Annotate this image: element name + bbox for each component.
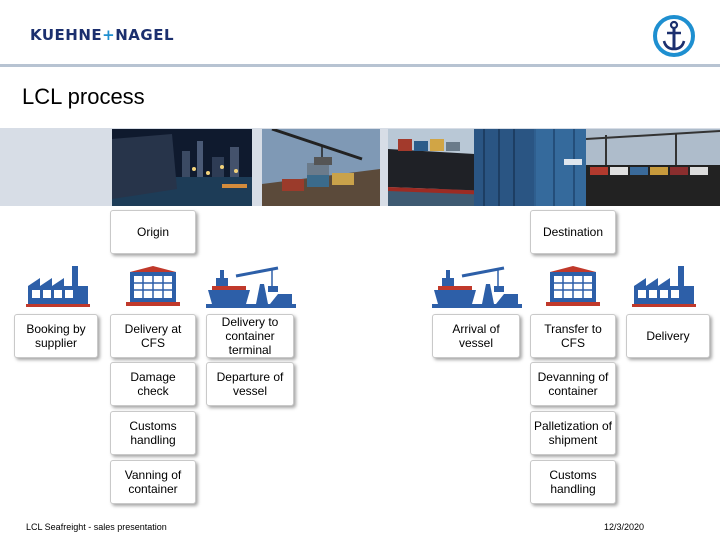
logo-text-left: KUEHNE	[30, 26, 103, 44]
photo-containers-closeup	[474, 129, 604, 206]
step-arrival-of-vessel: Arrival of vessel	[432, 314, 520, 358]
step-customs-handling-destination: Customs handling	[530, 460, 616, 504]
logo-text-right: NAGEL	[115, 26, 174, 44]
origin-warehouse-icon	[126, 264, 180, 308]
destination-label: Destination	[530, 210, 616, 254]
step-delivery-to-container-terminal: Delivery to container terminal	[206, 314, 294, 358]
origin-factory-icon	[26, 264, 90, 308]
footer-date: 12/3/2020	[604, 522, 645, 532]
destination-port-crane-icon	[432, 264, 522, 308]
step-booking-by-supplier: Booking by supplier	[14, 314, 98, 358]
destination-factory-icon	[632, 264, 696, 308]
footer-presentation-name: LCL Seafreight - sales presentation	[26, 522, 167, 532]
origin-port-crane-icon	[206, 264, 296, 308]
anchor-icon	[652, 14, 696, 58]
step-departure-of-vessel: Departure of vessel	[206, 362, 294, 406]
step-customs-handling-origin: Customs handling	[110, 411, 196, 455]
kuehne-nagel-logo: KUEHNE+NAGEL	[30, 26, 174, 44]
step-vanning-of-container: Vanning of container	[110, 460, 196, 504]
destination-warehouse-icon	[546, 264, 600, 308]
logo-plus: +	[102, 26, 116, 44]
step-damage-check: Damage check	[110, 362, 196, 406]
photo-crane-unloading	[262, 129, 380, 206]
photo-night-port	[112, 129, 252, 206]
origin-label: Origin	[110, 210, 196, 254]
step-devanning-of-container: Devanning of container	[530, 362, 616, 406]
header-divider	[0, 64, 720, 67]
step-transfer-to-cfs: Transfer to CFS	[530, 314, 616, 358]
step-delivery-at-cfs: Delivery at CFS	[110, 314, 196, 358]
step-delivery: Delivery	[626, 314, 710, 358]
photo-container-yard	[586, 129, 720, 206]
step-palletization-of-shipment: Palletization of shipment	[530, 411, 616, 455]
slide-title: LCL process	[22, 84, 145, 109]
